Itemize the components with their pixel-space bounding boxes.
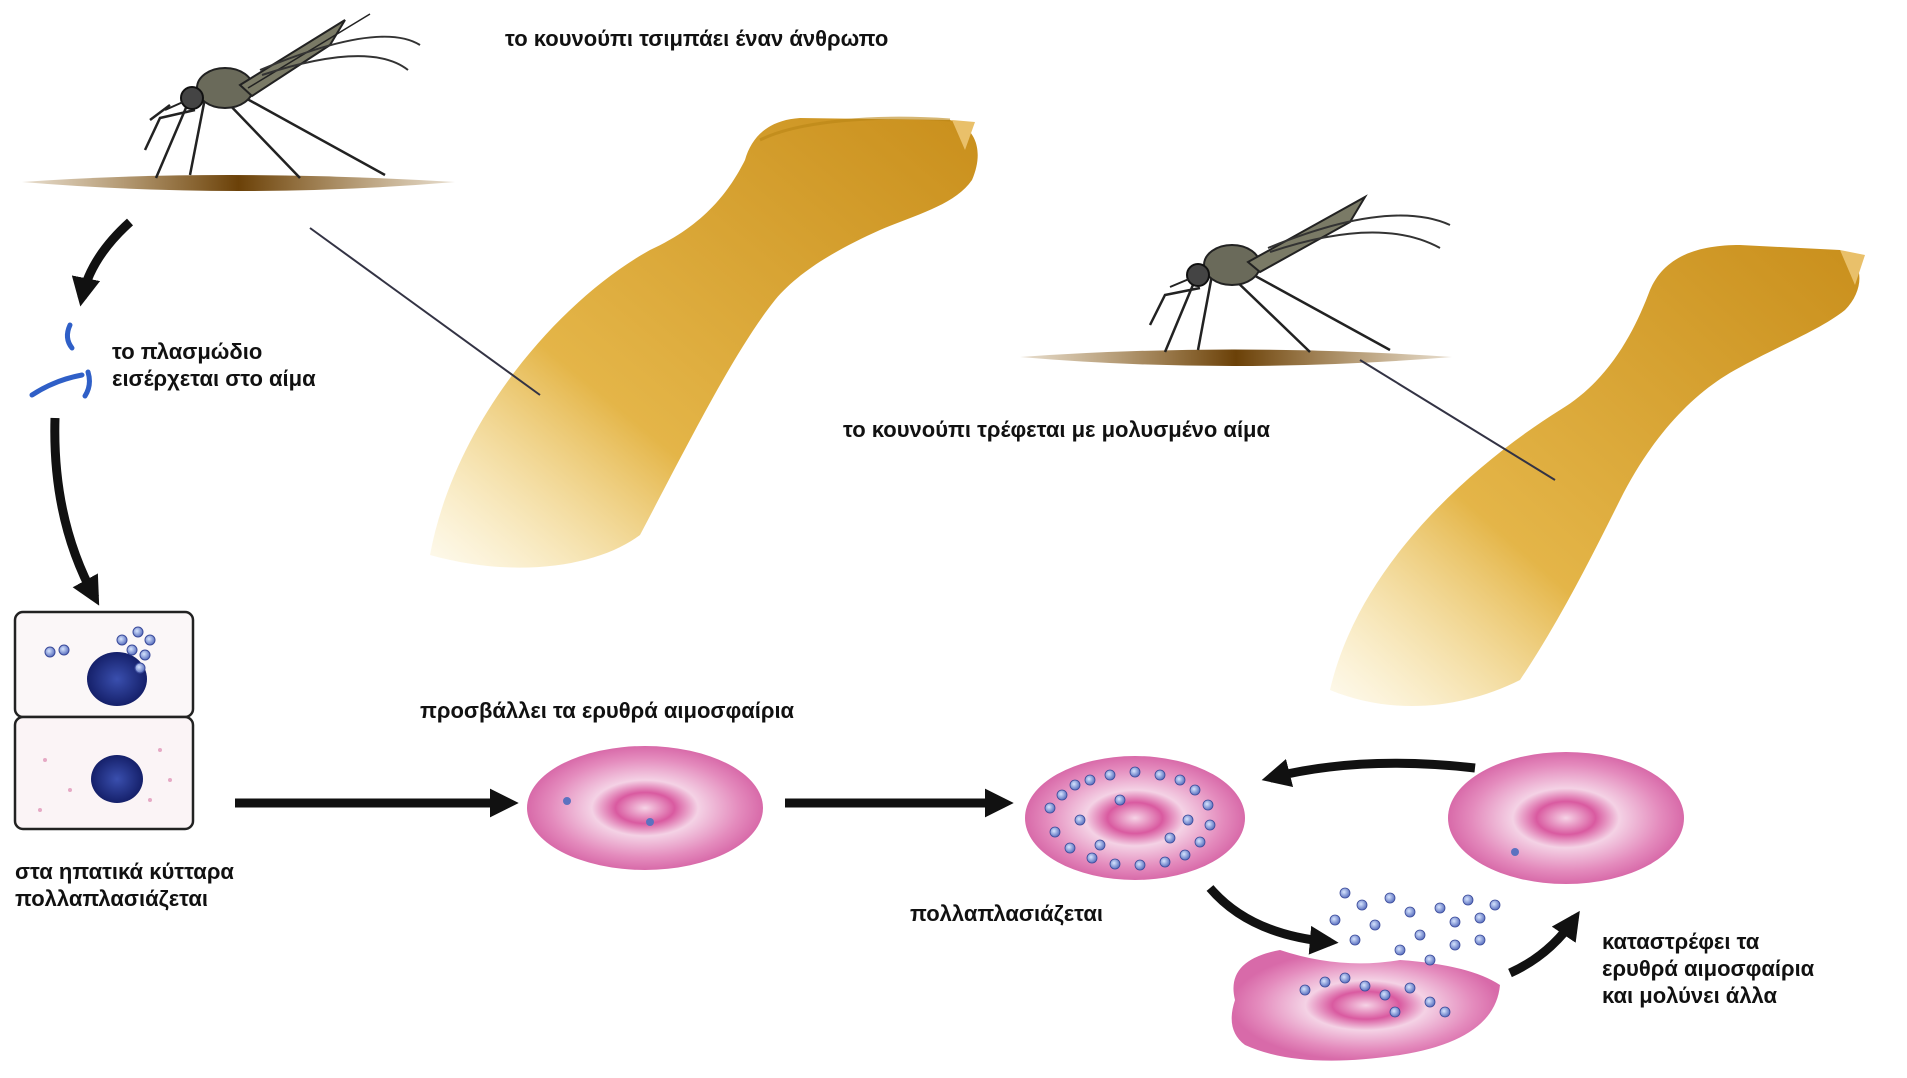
label-line: το πλασμώδιο: [112, 338, 316, 365]
label-multiplies: πολλαπλασιάζεται: [910, 900, 1103, 927]
red-blood-cell-ruptured: [1232, 888, 1500, 1061]
red-blood-cell-multiplying: [1025, 756, 1245, 880]
sporozoite-icon: [32, 325, 89, 396]
label-destroys-rbc: καταστρέφει τα ερυθρά αιμοσφαίρια και μο…: [1602, 928, 1814, 1009]
cycle-arrows: [55, 222, 1575, 973]
label-liver-multiplication: στα ηπατικά κύτταρα πολλαπλασιάζεται: [15, 858, 234, 912]
arrow-rupture-to-healthy: [1510, 918, 1575, 973]
pointer-line-2: [1360, 360, 1555, 480]
label-plasmodium-enters-blood: το πλασμώδιο εισέρχεται στο αίμα: [112, 338, 316, 392]
red-blood-cell-infected-1: [527, 746, 763, 870]
human-arm-illustration-2: [1330, 245, 1865, 706]
label-line: στα ηπατικά κύτταρα: [15, 858, 234, 885]
label-line: ερυθρά αιμοσφαίρια: [1602, 955, 1814, 982]
mosquito-feeding-illustration: [1020, 197, 1452, 366]
label-line: καταστρέφει τα: [1602, 928, 1814, 955]
pointer-line-1: [310, 228, 540, 395]
red-blood-cell-healthy: [1448, 752, 1684, 884]
label-line: εισέρχεται στο αίμα: [112, 365, 316, 392]
label-line: πολλαπλασιάζεται: [15, 885, 234, 912]
human-arm-illustration-1: [430, 118, 978, 568]
label-mosquito-feeds: το κουνούπι τρέφεται με μολυσμένο αίμα: [843, 416, 1270, 443]
label-line: και μολύνει άλλα: [1602, 982, 1814, 1009]
mosquito-biting-illustration: [22, 14, 455, 191]
label-mosquito-bites: το κουνούπι τσιμπάει έναν άνθρωπο: [505, 25, 888, 52]
arrow-multiplying-to-rupture: [1210, 888, 1330, 942]
label-attacks-rbc: προσβάλλει τα ερυθρά αιμοσφαίρια: [420, 697, 794, 724]
liver-cells-illustration: [15, 612, 193, 829]
arrow-blood-to-liver: [55, 418, 95, 598]
arrow-skin-to-blood: [82, 222, 130, 298]
arrow-healthy-to-multiplying: [1270, 763, 1475, 778]
